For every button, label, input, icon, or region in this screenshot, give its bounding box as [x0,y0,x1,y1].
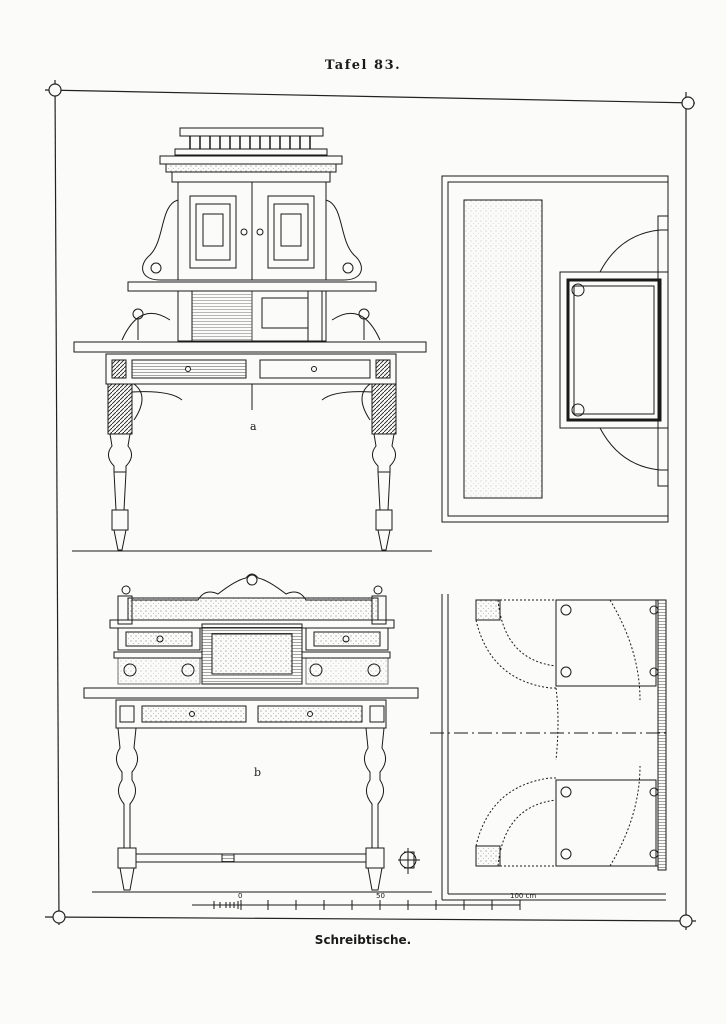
scale-label-50: 50 [376,892,385,900]
figure-b-label: b [254,766,262,779]
plate-caption: Schreibtische. [314,933,412,947]
desk-a-elevation [72,127,432,552]
scale-bar [192,900,521,910]
desk-b-elevation [83,573,432,893]
profile-detail [398,848,420,874]
desk-a-plan [441,175,669,523]
desk-b-plan [430,594,667,901]
scale-label-100cm: 100 cm [510,892,537,900]
scale-label-0: 0 [238,892,243,900]
plate-frame [44,79,697,930]
figure-a-label: a [250,420,257,433]
plate-title: Tafel 83. [324,58,402,73]
